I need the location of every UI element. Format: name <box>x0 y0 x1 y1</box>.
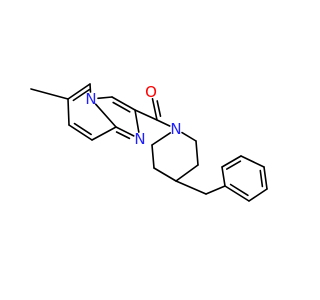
bond-pc-pd <box>175 164 199 182</box>
bond-c2-c3 <box>111 96 136 111</box>
bond-c6-c5 <box>67 83 91 100</box>
bond-c2-c3-double <box>112 101 131 113</box>
bond-b3-b4 <box>263 166 268 190</box>
bond-c8a-n4 <box>94 103 117 128</box>
bond-c3-n4 <box>97 96 113 100</box>
bond-me-c6 <box>30 88 69 100</box>
bond-cco-npip <box>156 119 171 127</box>
bond-pa-pb <box>151 144 155 169</box>
bond-c8a-n1-double <box>115 131 131 140</box>
piperidine-nitrogen-label: N <box>170 120 181 138</box>
bond-c6-c7 <box>67 98 70 126</box>
bond-npip-pa <box>151 132 171 146</box>
bond-b4-b5 <box>240 155 265 168</box>
bond-c5-n4 <box>89 83 92 93</box>
bond-c8-c8a <box>91 126 117 141</box>
bond-pd-pe <box>195 140 199 166</box>
bond-pb-pc <box>153 167 177 182</box>
bridgehead-nitrogen-label: N <box>85 90 96 108</box>
bond-b3-b4-double <box>259 169 264 188</box>
bond-pe-npip <box>181 131 197 142</box>
bond-b6-b1 <box>221 166 226 187</box>
carbonyl-oxygen-label: O <box>145 83 157 101</box>
atom-label-layer: N N O N <box>85 83 181 148</box>
bond-c2-cco <box>134 109 158 121</box>
bond-b5-b6-double <box>226 160 242 170</box>
bond-b1-b2-double <box>229 183 249 197</box>
bond-layer <box>30 83 268 202</box>
imine-nitrogen-label: N <box>134 130 145 148</box>
bond-c7-c8 <box>68 124 93 141</box>
molecule-structure: N N O N <box>30 83 268 202</box>
bond-b5-b6 <box>221 155 242 168</box>
bond-c7-c8-double <box>73 122 92 136</box>
bond-b2-b3 <box>248 188 268 202</box>
bond-b1-b2 <box>224 185 250 202</box>
bond-cco-o-double <box>156 100 162 117</box>
bond-cco-o <box>151 98 158 121</box>
bond-ch2-b1 <box>205 185 226 195</box>
bond-c8a-n1 <box>115 126 135 137</box>
bond-pc-ch2 <box>175 180 207 195</box>
bond-c6-c5-double <box>72 88 91 102</box>
bond-n1-c2 <box>134 109 140 133</box>
